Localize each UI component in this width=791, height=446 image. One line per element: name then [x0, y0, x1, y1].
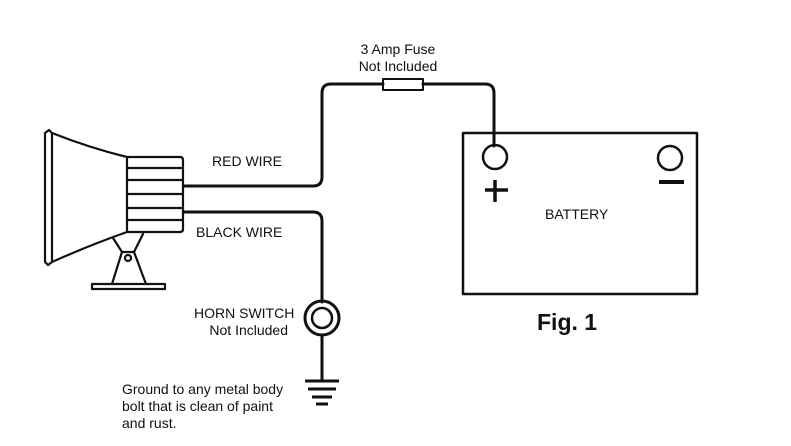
red-wire-label: RED WIRE: [212, 153, 282, 169]
ground-note-line1: Ground to any metal body: [122, 381, 284, 397]
ground-note-line2: bolt that is clean of paint: [122, 398, 273, 414]
ground-note: Ground to any metal body bolt that is cl…: [122, 381, 283, 432]
fuse-label-line1: 3 Amp Fuse: [360, 41, 436, 57]
fuse-label: 3 Amp Fuse Not Included: [358, 41, 438, 75]
horn-switch-icon: [303, 299, 341, 337]
fuse-label-line2: Not Included: [358, 58, 438, 74]
horn-switch-label-line2: Not Included: [209, 322, 288, 338]
ground-icon: [305, 379, 339, 406]
battery-negative-terminal: [656, 144, 684, 172]
fuse-icon: [382, 78, 424, 91]
plus-icon: [485, 180, 508, 202]
battery-label: BATTERY: [545, 206, 609, 222]
black-wire: [182, 210, 324, 304]
ground-note-line3: and rust.: [122, 415, 177, 431]
battery-positive-terminal: [481, 143, 509, 171]
horn-switch-label: HORN SWITCH Not Included: [194, 305, 295, 339]
black-wire-label: BLACK WIRE: [196, 224, 283, 240]
figure-label: Fig. 1: [537, 309, 598, 335]
battery-box: [461, 131, 699, 296]
horn-icon: [43, 128, 185, 291]
horn-switch-label-line1: HORN SWITCH: [194, 305, 295, 321]
red-wire: [182, 82, 385, 188]
